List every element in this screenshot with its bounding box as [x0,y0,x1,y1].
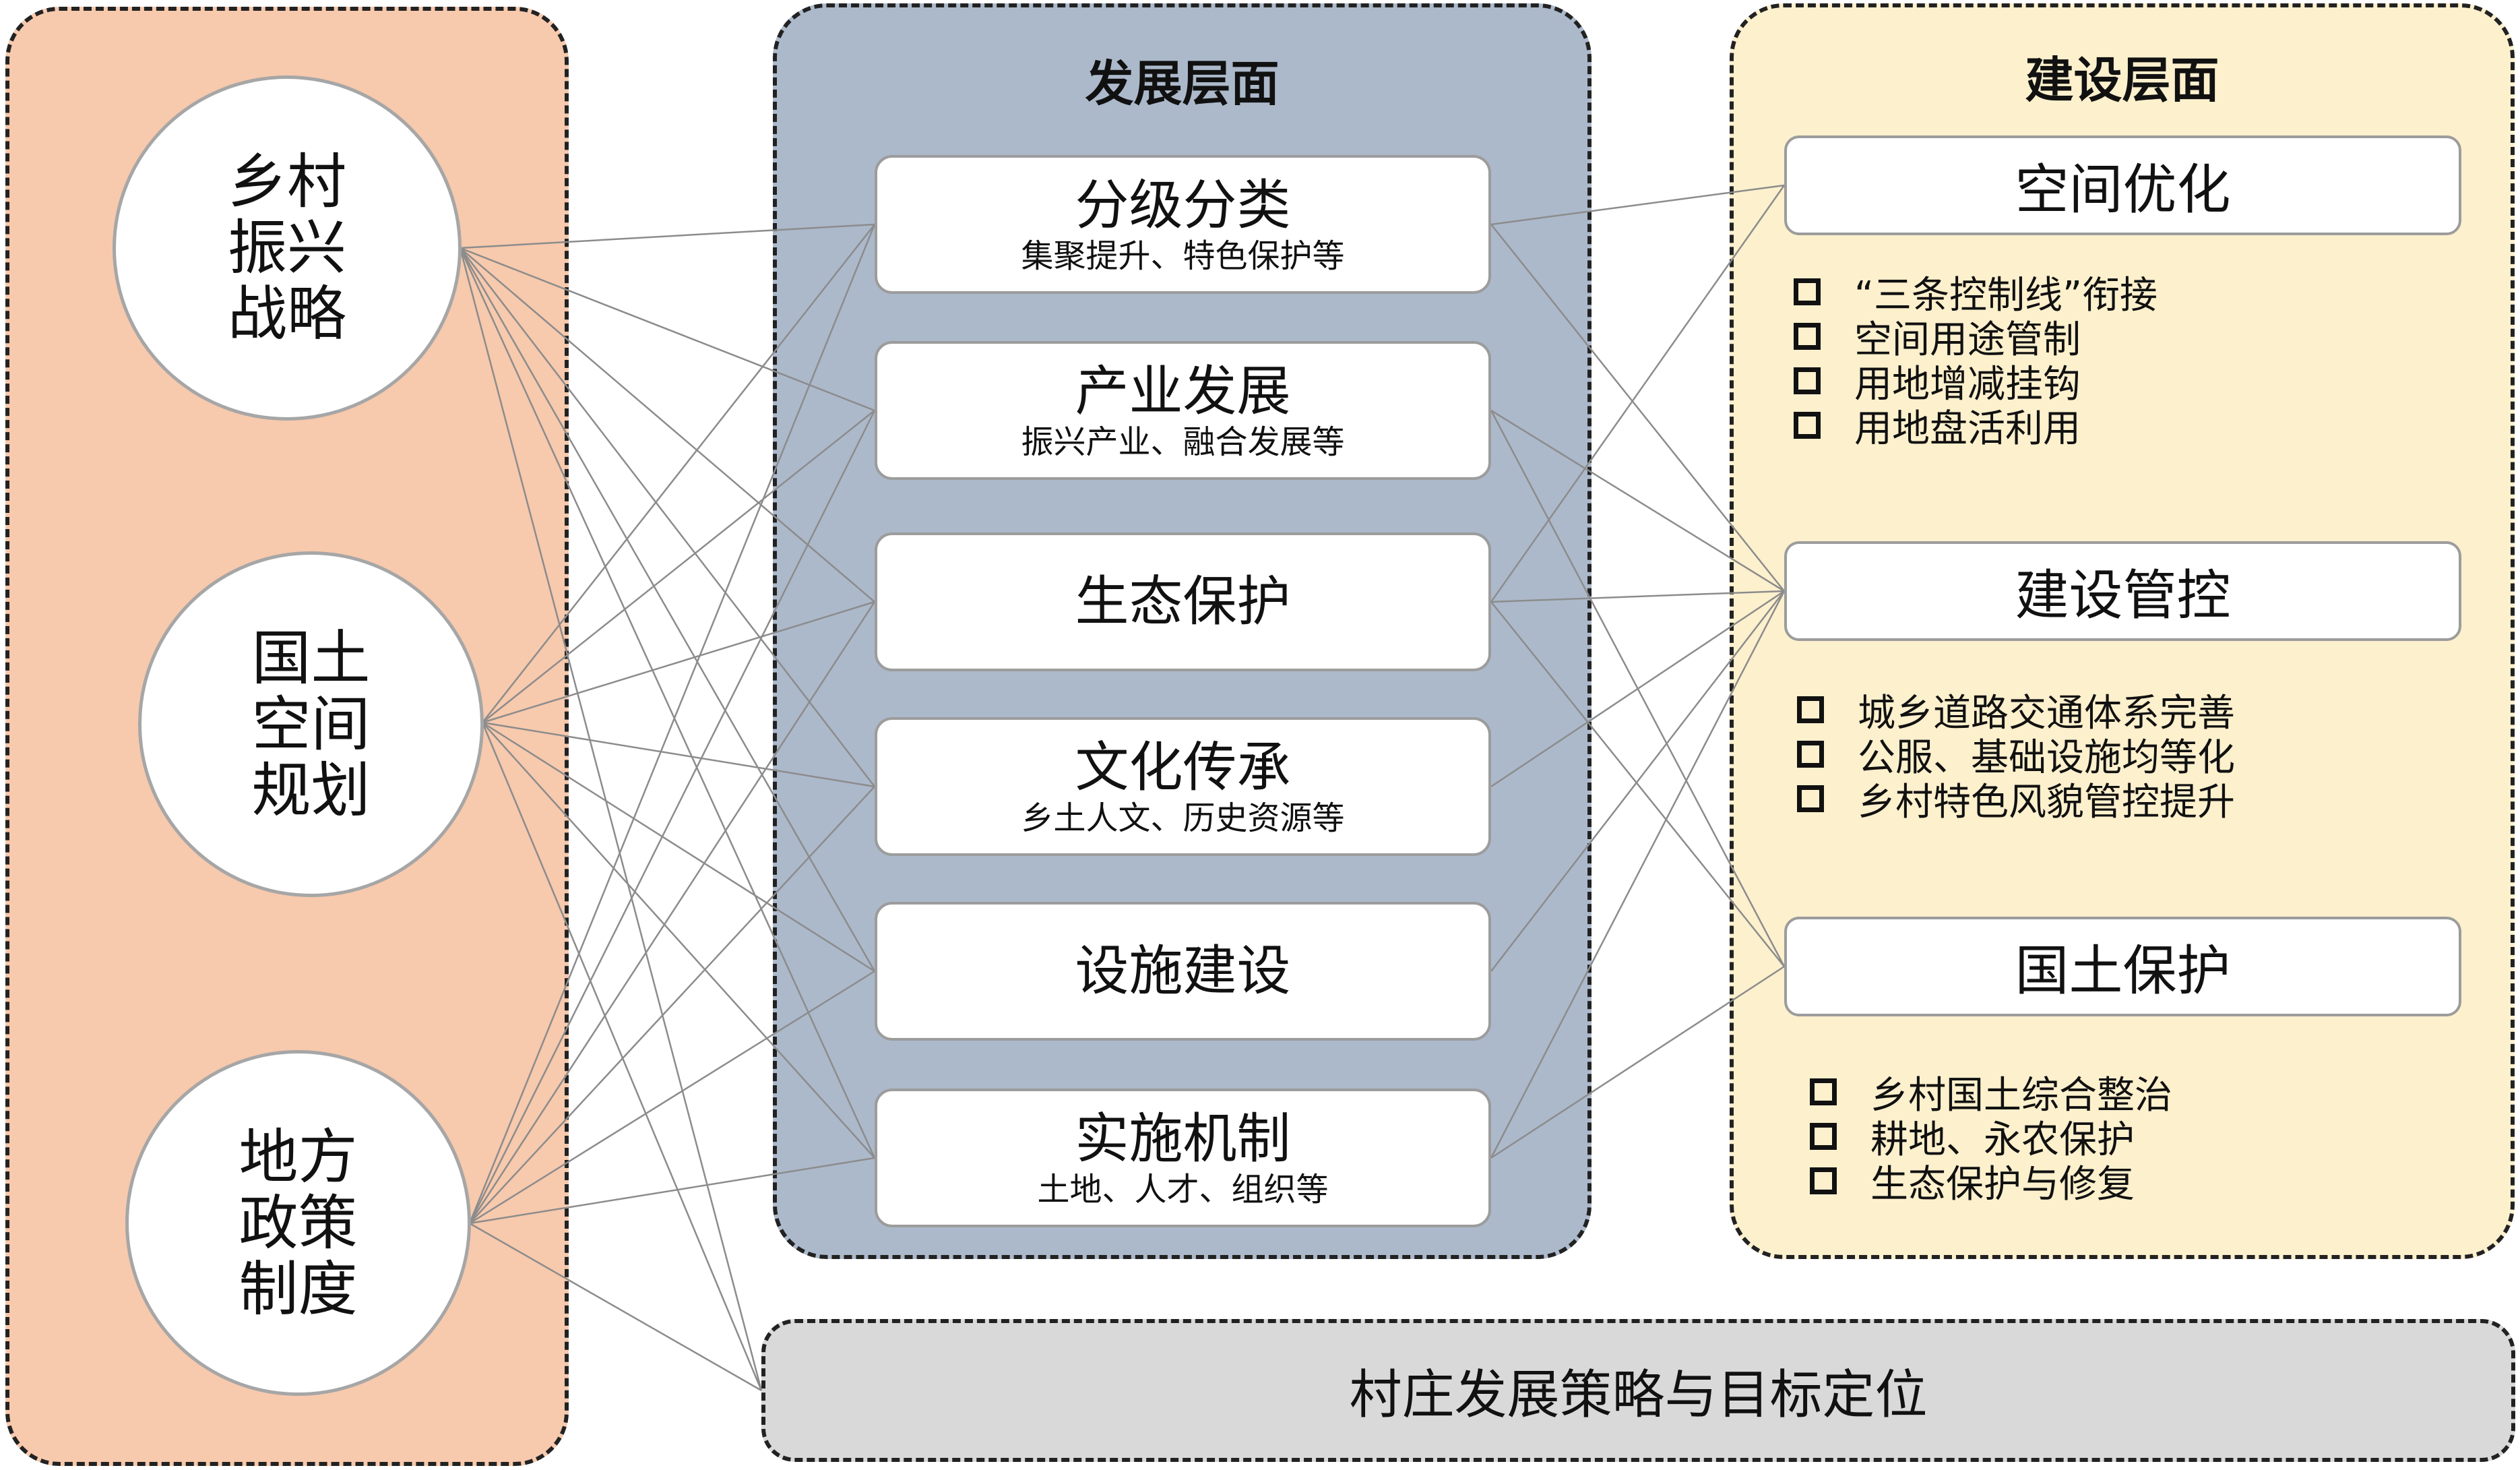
dev-box-facilities: 设施建设 [875,902,1491,1041]
list-item-text: 用地盘活利用 [1854,406,2081,451]
connector-line [482,721,875,973]
dev-box-culture: 文化传承 乡土人文、历史资源等 [875,717,1491,856]
connector-line [460,223,875,249]
checkbox-icon [1797,696,1824,723]
checkbox-icon [1794,367,1821,394]
checkbox-icon [1794,323,1821,350]
connector-line [1490,590,1785,603]
dev-box-title: 实施机制 [1075,1107,1291,1170]
checkbox-icon [1810,1078,1837,1105]
dev-box-subtitle: 振兴产业、融合发展等 [1021,423,1345,461]
build-box-title: 国土保护 [2015,940,2231,1002]
connector-line [1490,590,1785,972]
connector-line [459,247,876,1159]
checkbox-icon [1810,1123,1837,1150]
connector-line [468,601,876,1224]
connector-line [1490,184,1785,226]
connector-line [1490,601,1785,967]
connector-line [460,247,875,603]
dev-box-title: 分级分类 [1075,174,1291,237]
construction-control-list: 城乡道路交通体系完善 公服、基础设施均等化 乡村特色风貌管控提升 [1797,687,2235,824]
list-item-text: 生态保护与修复 [1870,1162,2135,1206]
connector-line [459,247,763,1391]
rural-revitalization-circle: 乡村 振兴 战略 [113,75,462,421]
spatial-optimization-list: “三条控制线”衔接 空间用途管制 用地增减挂钩 用地盘活利用 [1794,270,2157,451]
list-item-text: 公服、基础设施均等化 [1858,735,2235,780]
list-item: 乡村特色风貌管控提升 [1797,776,2235,824]
connector-line [1490,590,1785,788]
list-item: 公服、基础设施均等化 [1797,732,2235,780]
dev-box-title: 生态保护 [1075,570,1291,633]
development-level-title: 发展层面 [1085,55,1280,112]
construction-level-title: 建设层面 [2025,52,2219,109]
dev-box-mechanism: 实施机制 土地、人才、组织等 [875,1089,1491,1227]
build-box-title: 建设管控 [2015,564,2231,627]
dev-box-ecology: 生态保护 [875,532,1491,671]
rural-revitalization-label: 乡村 振兴 战略 [227,147,346,348]
connector-line [482,722,875,1159]
local-policy-label: 地方 政策 制度 [239,1122,358,1324]
list-item-text: 乡村特色风貌管控提升 [1858,780,2235,824]
connector-line [468,410,876,1224]
list-item: 生态保护与修复 [1810,1159,2172,1206]
connector-line [460,247,875,412]
connector-line [468,224,876,1224]
dev-box-industry: 产业发展 振兴产业、融合发展等 [875,341,1491,480]
dev-box-classification: 分级分类 集聚提升、特色保护等 [875,155,1491,294]
connector-line [481,722,763,1391]
build-box-title: 空间优化 [2015,158,2231,221]
list-item: 城乡道路交通体系完善 [1797,687,2235,735]
list-item-text: 乡村国土综合整治 [1870,1073,2172,1117]
build-box-land-protection: 国土保护 [1784,917,2461,1016]
connector-line [469,786,875,1224]
dev-box-subtitle: 土地、人才、组织等 [1037,1171,1329,1208]
list-item: 用地盘活利用 [1794,403,2157,451]
connector-line [1490,409,1785,592]
list-item: 耕地、永农保护 [1810,1114,2172,1162]
local-policy-circle: 地方 政策 制度 [125,1050,471,1396]
list-item-text: 用地增减挂钩 [1854,362,2081,406]
connector-line [482,601,875,724]
list-item-text: 城乡道路交通体系完善 [1858,691,2235,735]
territorial-planning-circle: 国土 空间 规划 [138,551,484,897]
dev-box-subtitle: 乡土人文、历史资源等 [1021,799,1345,837]
list-item-text: 耕地、永农保护 [1870,1117,2135,1162]
connector-line [469,970,875,1225]
checkbox-icon [1797,741,1824,768]
list-item-text: 空间用途管制 [1854,317,2081,362]
dev-box-title: 产业发展 [1075,360,1291,423]
connector-line [1490,590,1786,1159]
list-item: 空间用途管制 [1794,314,2157,362]
build-box-construction-control: 建设管控 [1784,541,2461,641]
connector-line [1490,185,1786,603]
checkbox-icon [1810,1167,1837,1194]
land-protection-list: 乡村国土综合整治 耕地、永农保护 生态保护与修复 [1810,1070,2172,1206]
connector-line [482,224,875,723]
connector-line [1490,965,1785,1159]
connector-line [482,721,875,788]
build-box-spatial-optimization: 空间优化 [1784,135,2461,235]
connector-line [469,1222,762,1392]
connector-line [469,1157,875,1225]
list-item: 用地增减挂钩 [1794,359,2157,406]
strategy-goal-label: 村庄发展策略与目标定位 [1349,1365,1928,1426]
list-item: 乡村国土综合整治 [1810,1070,2172,1117]
strategy-goal-bar: 村庄发展策略与目标定位 [761,1319,2515,1462]
connector-line [482,410,875,723]
list-item-text: “三条控制线”衔接 [1854,273,2158,317]
territorial-planning-label: 国土 空间 规划 [251,623,371,825]
list-item: “三条控制线”衔接 [1794,270,2157,317]
dev-box-title: 文化传承 [1075,736,1291,799]
dev-box-subtitle: 集聚提升、特色保护等 [1021,237,1345,275]
dev-box-title: 设施建设 [1075,940,1291,1002]
connector-line [460,247,875,787]
checkbox-icon [1797,785,1824,812]
checkbox-icon [1794,412,1821,439]
connector-line [1490,224,1785,592]
connector-line [459,247,876,972]
checkbox-icon [1794,278,1821,305]
